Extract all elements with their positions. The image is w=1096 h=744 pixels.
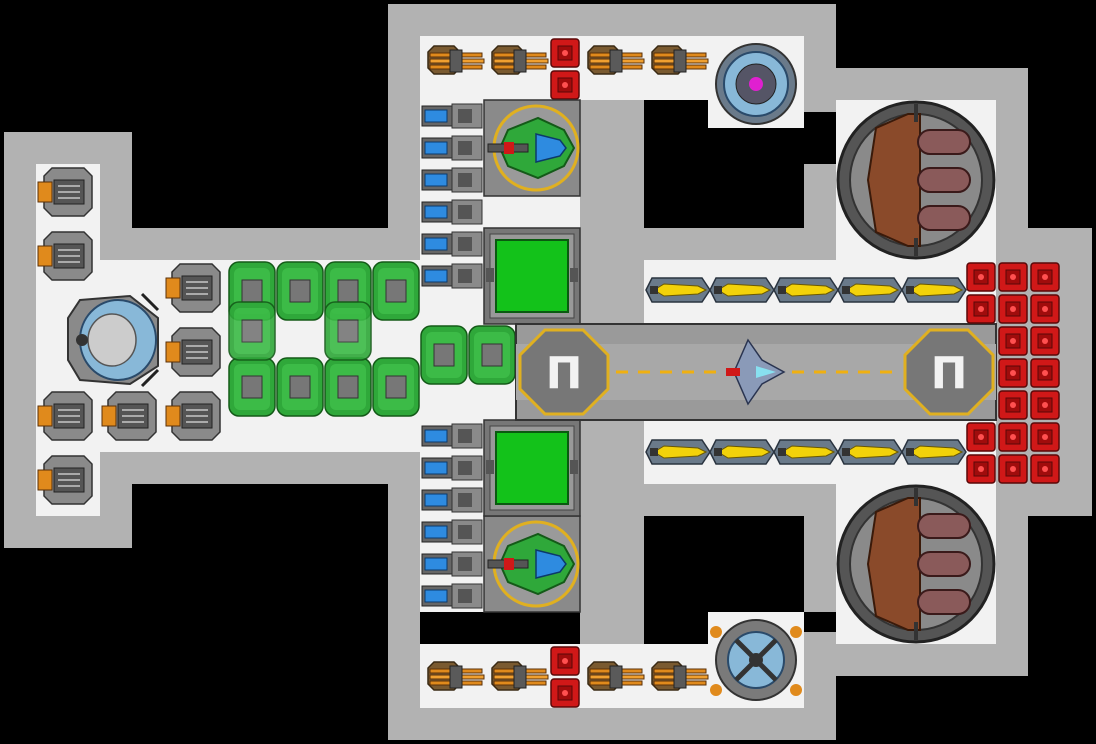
turret-top-icon[interactable] [482, 98, 582, 198]
hangar-pad-end-symbol: П [931, 348, 968, 399]
engine-bottom-icon[interactable] [836, 484, 996, 644]
cargo-top-icon[interactable] [483, 227, 581, 325]
shield-generator-icon[interactable] [715, 43, 797, 125]
hangar-pad-start-symbol: П [546, 348, 583, 399]
missile-row-top [645, 277, 967, 303]
engine-top-icon[interactable] [836, 100, 996, 260]
docked-fighter-icon[interactable] [726, 338, 786, 406]
command-pod-icon[interactable] [67, 292, 160, 388]
void-gaps [644, 112, 836, 632]
reactor-core-icon[interactable] [710, 619, 802, 701]
hangar-pad-end[interactable]: П [903, 328, 995, 416]
missile-row-bottom [645, 439, 967, 465]
turret-bottom-icon[interactable] [482, 514, 582, 614]
hangar-pad-start[interactable]: П [518, 328, 610, 416]
cargo-bottom-icon[interactable] [483, 419, 581, 517]
